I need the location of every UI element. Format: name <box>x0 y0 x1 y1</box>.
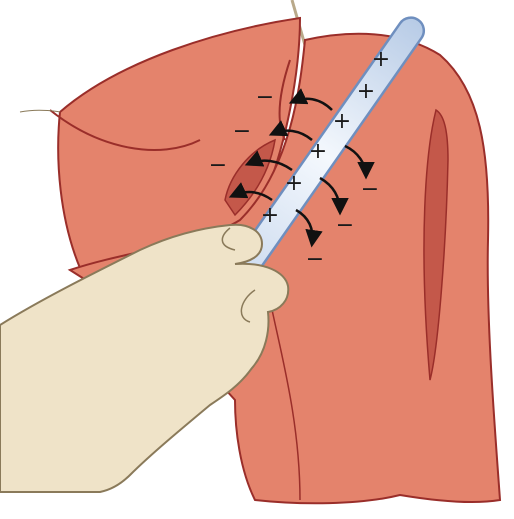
plus-sign: + <box>261 203 279 228</box>
minus-sign: − <box>306 247 324 272</box>
sleeve-line <box>20 110 60 112</box>
minus-sign: − <box>256 85 274 110</box>
plus-sign: + <box>372 47 390 72</box>
minus-sign: − <box>361 177 379 202</box>
minus-sign: − <box>209 153 227 178</box>
plus-sign: + <box>285 171 303 196</box>
minus-sign: − <box>336 213 354 238</box>
plus-sign: + <box>333 109 351 134</box>
plus-sign: + <box>357 79 375 104</box>
plus-sign: + <box>309 139 327 164</box>
minus-sign: − <box>233 119 251 144</box>
